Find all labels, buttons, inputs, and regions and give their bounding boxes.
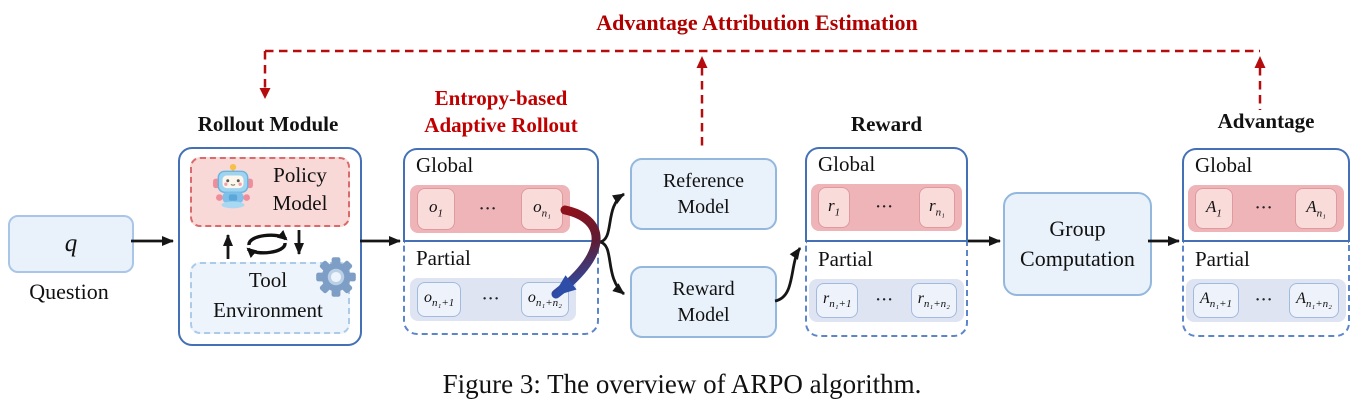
token-r1: r1 (818, 186, 851, 229)
partial-label: Partial (416, 246, 471, 270)
token-rn1p1: rn₁+1 (816, 282, 859, 319)
reference-model-box: Reference Model (630, 158, 777, 230)
entropy-header-line2: Adaptive Rollout (424, 113, 578, 137)
arrowhead-up-mid (696, 56, 708, 68)
token-An1: An₁ (1295, 187, 1337, 230)
question-symbol: q (64, 230, 78, 257)
global-label: Global (818, 152, 876, 176)
advantage-header: Advantage (1217, 109, 1315, 133)
section-divider (805, 240, 968, 242)
global-label: Global (416, 153, 474, 177)
reference-model-label: Reference Model (662, 170, 745, 218)
ellipsis: ··· (1255, 292, 1274, 308)
token-An1p1: An₁+1 (1193, 282, 1240, 319)
reward-header: Reward (850, 112, 923, 136)
token-on1: on₁ (521, 188, 563, 230)
policy-model-label: Policy Model (272, 163, 328, 215)
ellipsis: ··· (482, 291, 501, 307)
ellipsis: ··· (479, 200, 498, 217)
partial-label: Partial (818, 247, 873, 271)
robot-icon (213, 163, 253, 209)
reward-box: Global r1 ··· rn₁ Partial rn₁+1 ··· rn₁+… (805, 147, 968, 337)
token-on1p1: on₁+1 (417, 281, 462, 318)
token-An1pn2: An₁+n₂ (1289, 282, 1339, 319)
advantage-attribution-estimation-title: Advantage Attribution Estimation (596, 10, 918, 35)
arrowhead-up-right (1254, 56, 1266, 68)
arrowhead-down-rollout (259, 88, 271, 99)
token-A1: A1 (1195, 187, 1233, 230)
global-label: Global (1195, 153, 1253, 177)
entropy-adaptive-rollout-header: Entropy-based Adaptive Rollout (395, 85, 607, 139)
token-rn1pn2: rn₁+n₂ (910, 282, 957, 319)
figure-caption: Figure 3: The overview of ARPO algorithm… (442, 369, 922, 399)
partial-token-row: rn₁+1 ··· rn₁+n₂ (809, 279, 964, 322)
question-label: Question (29, 279, 109, 304)
group-computation-box: Group Computation (1003, 192, 1152, 296)
arrow-rewardmodel-to-reward (774, 247, 802, 303)
global-token-row: o1 ··· on₁ (410, 185, 570, 233)
partial-token-row: on₁+1 ··· on₁+n₂ (410, 278, 576, 321)
reward-model-label: Reward Model (672, 278, 735, 326)
group-computation-label: Group Computation (1020, 216, 1135, 271)
arrow-to-reference-model (599, 192, 625, 244)
entropy-header-line1: Entropy-based (434, 86, 568, 110)
global-token-row: A1 ··· An₁ (1188, 185, 1344, 232)
partial-label: Partial (1195, 247, 1250, 271)
ellipsis: ··· (1255, 200, 1274, 216)
token-on1pn2: on₁+n₂ (520, 281, 569, 318)
policy-model-box (190, 157, 350, 227)
section-divider (1182, 240, 1350, 242)
reward-model-box: Reward Model (630, 266, 777, 338)
arrow-to-reward-model (599, 240, 625, 296)
gear-icon (316, 257, 356, 297)
token-rn1: rn₁ (919, 186, 955, 229)
tool-environment-label: Tool Environment (213, 268, 323, 322)
section-divider (403, 240, 599, 242)
rollout-module-header: Rollout Module (197, 112, 339, 136)
global-token-row: r1 ··· rn₁ (811, 184, 962, 231)
ellipsis: ··· (875, 199, 894, 215)
token-o1: o1 (417, 188, 455, 230)
partial-token-row: An₁+1 ··· An₁+n₂ (1186, 279, 1346, 322)
question-box: q (8, 215, 134, 273)
advantage-box: Global A1 ··· An₁ Partial An₁+1 ··· An₁+… (1182, 148, 1350, 337)
ellipsis: ··· (875, 292, 894, 308)
cycle-icon (246, 229, 288, 259)
adaptive-rollout-box: Global o1 ··· on₁ Partial on₁+1 ··· on₁+… (403, 148, 599, 335)
